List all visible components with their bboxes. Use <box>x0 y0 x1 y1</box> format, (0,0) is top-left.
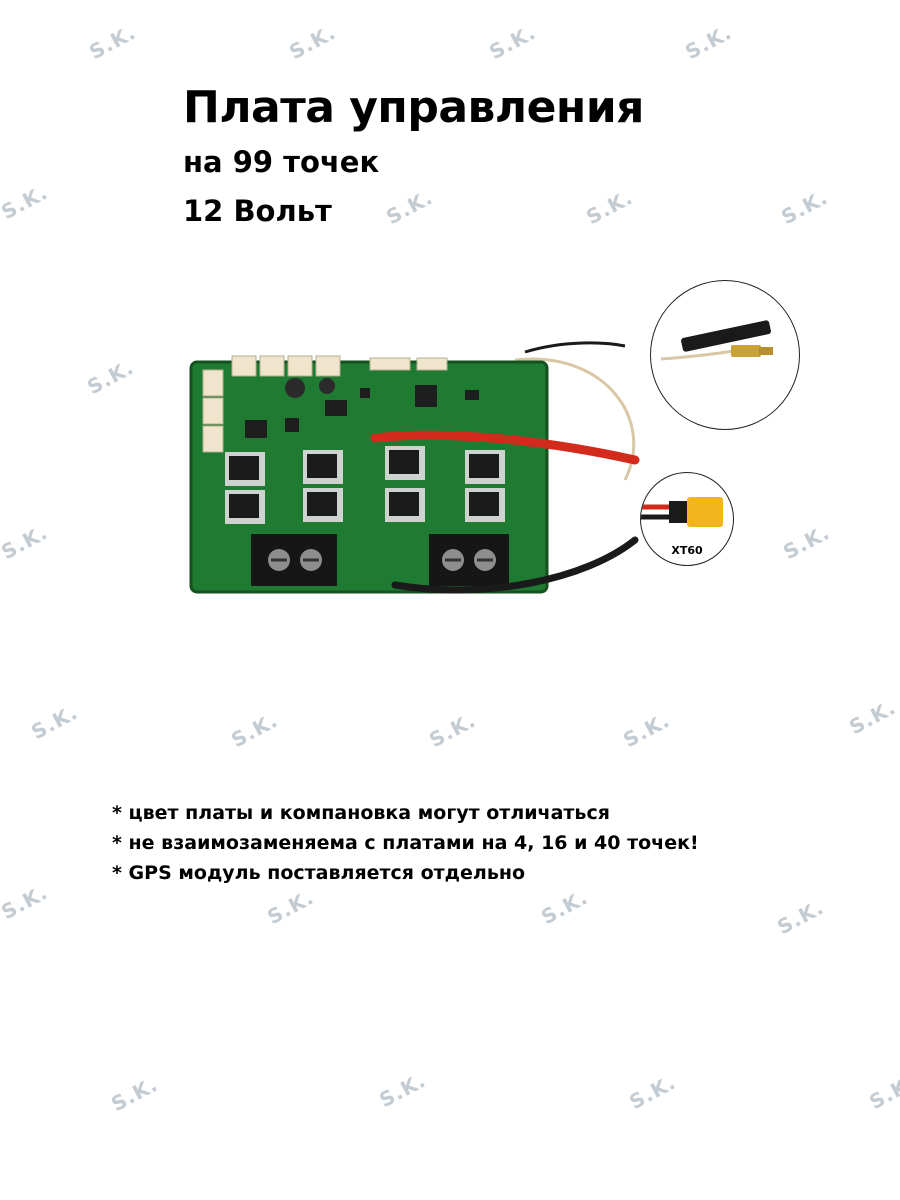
pcb-illustration <box>189 341 640 594</box>
watermark: S.K. <box>107 1071 162 1117</box>
mosfets <box>229 450 499 518</box>
watermark: S.K. <box>27 699 82 745</box>
watermark: S.K. <box>845 694 900 740</box>
xt60-connector-icon <box>641 497 723 527</box>
watermark: S.K. <box>777 184 832 230</box>
control-board-image <box>185 280 805 620</box>
note-gps-separate: * GPS модуль поставляется отдельно <box>112 862 526 884</box>
watermark: S.K. <box>485 19 540 65</box>
note-board-color: * цвет платы и компановка могут отличать… <box>112 802 610 824</box>
gps-antenna-callout <box>650 280 800 430</box>
watermark: S.K. <box>85 19 140 65</box>
watermark: S.K. <box>773 894 828 940</box>
watermark: S.K. <box>0 519 52 565</box>
wire-red <box>370 430 640 465</box>
page-title: Плата управления <box>183 82 644 133</box>
terminal-block-right <box>429 534 509 586</box>
watermark: S.K. <box>681 19 736 65</box>
watermark: S.K. <box>0 879 52 925</box>
ic-chips <box>245 378 479 438</box>
watermark: S.K. <box>619 707 674 753</box>
watermark: S.K. <box>285 19 340 65</box>
watermark: S.K. <box>0 179 52 225</box>
wire-top-black <box>524 341 626 354</box>
watermark: S.K. <box>625 1069 680 1115</box>
watermark: S.K. <box>227 707 282 753</box>
watermark: S.K. <box>382 184 437 230</box>
notes-list: * цвет платы и компановка могут отличать… <box>112 798 699 888</box>
watermark: S.K. <box>263 884 318 930</box>
terminal-block-left <box>251 534 337 586</box>
wire-black <box>391 536 639 594</box>
xt60-label: XT60 <box>671 544 703 557</box>
gps-antenna-icon <box>660 320 773 361</box>
jst-connectors-top <box>231 355 448 377</box>
watermark: S.K. <box>537 884 592 930</box>
xt60-connector-callout: XT60 <box>640 472 734 566</box>
jst-connectors-left <box>202 369 224 453</box>
watermark: S.K. <box>865 1069 900 1115</box>
watermark: S.K. <box>83 354 138 400</box>
watermark: S.K. <box>375 1067 430 1113</box>
watermark: S.K. <box>582 184 637 230</box>
watermark: S.K. <box>425 707 480 753</box>
subtitle-points: на 99 точек <box>183 145 380 179</box>
note-not-interchangeable: * не взаимозаменяема с платами на 4, 16 … <box>112 832 699 854</box>
subtitle-voltage: 12 Вольт <box>183 194 332 228</box>
